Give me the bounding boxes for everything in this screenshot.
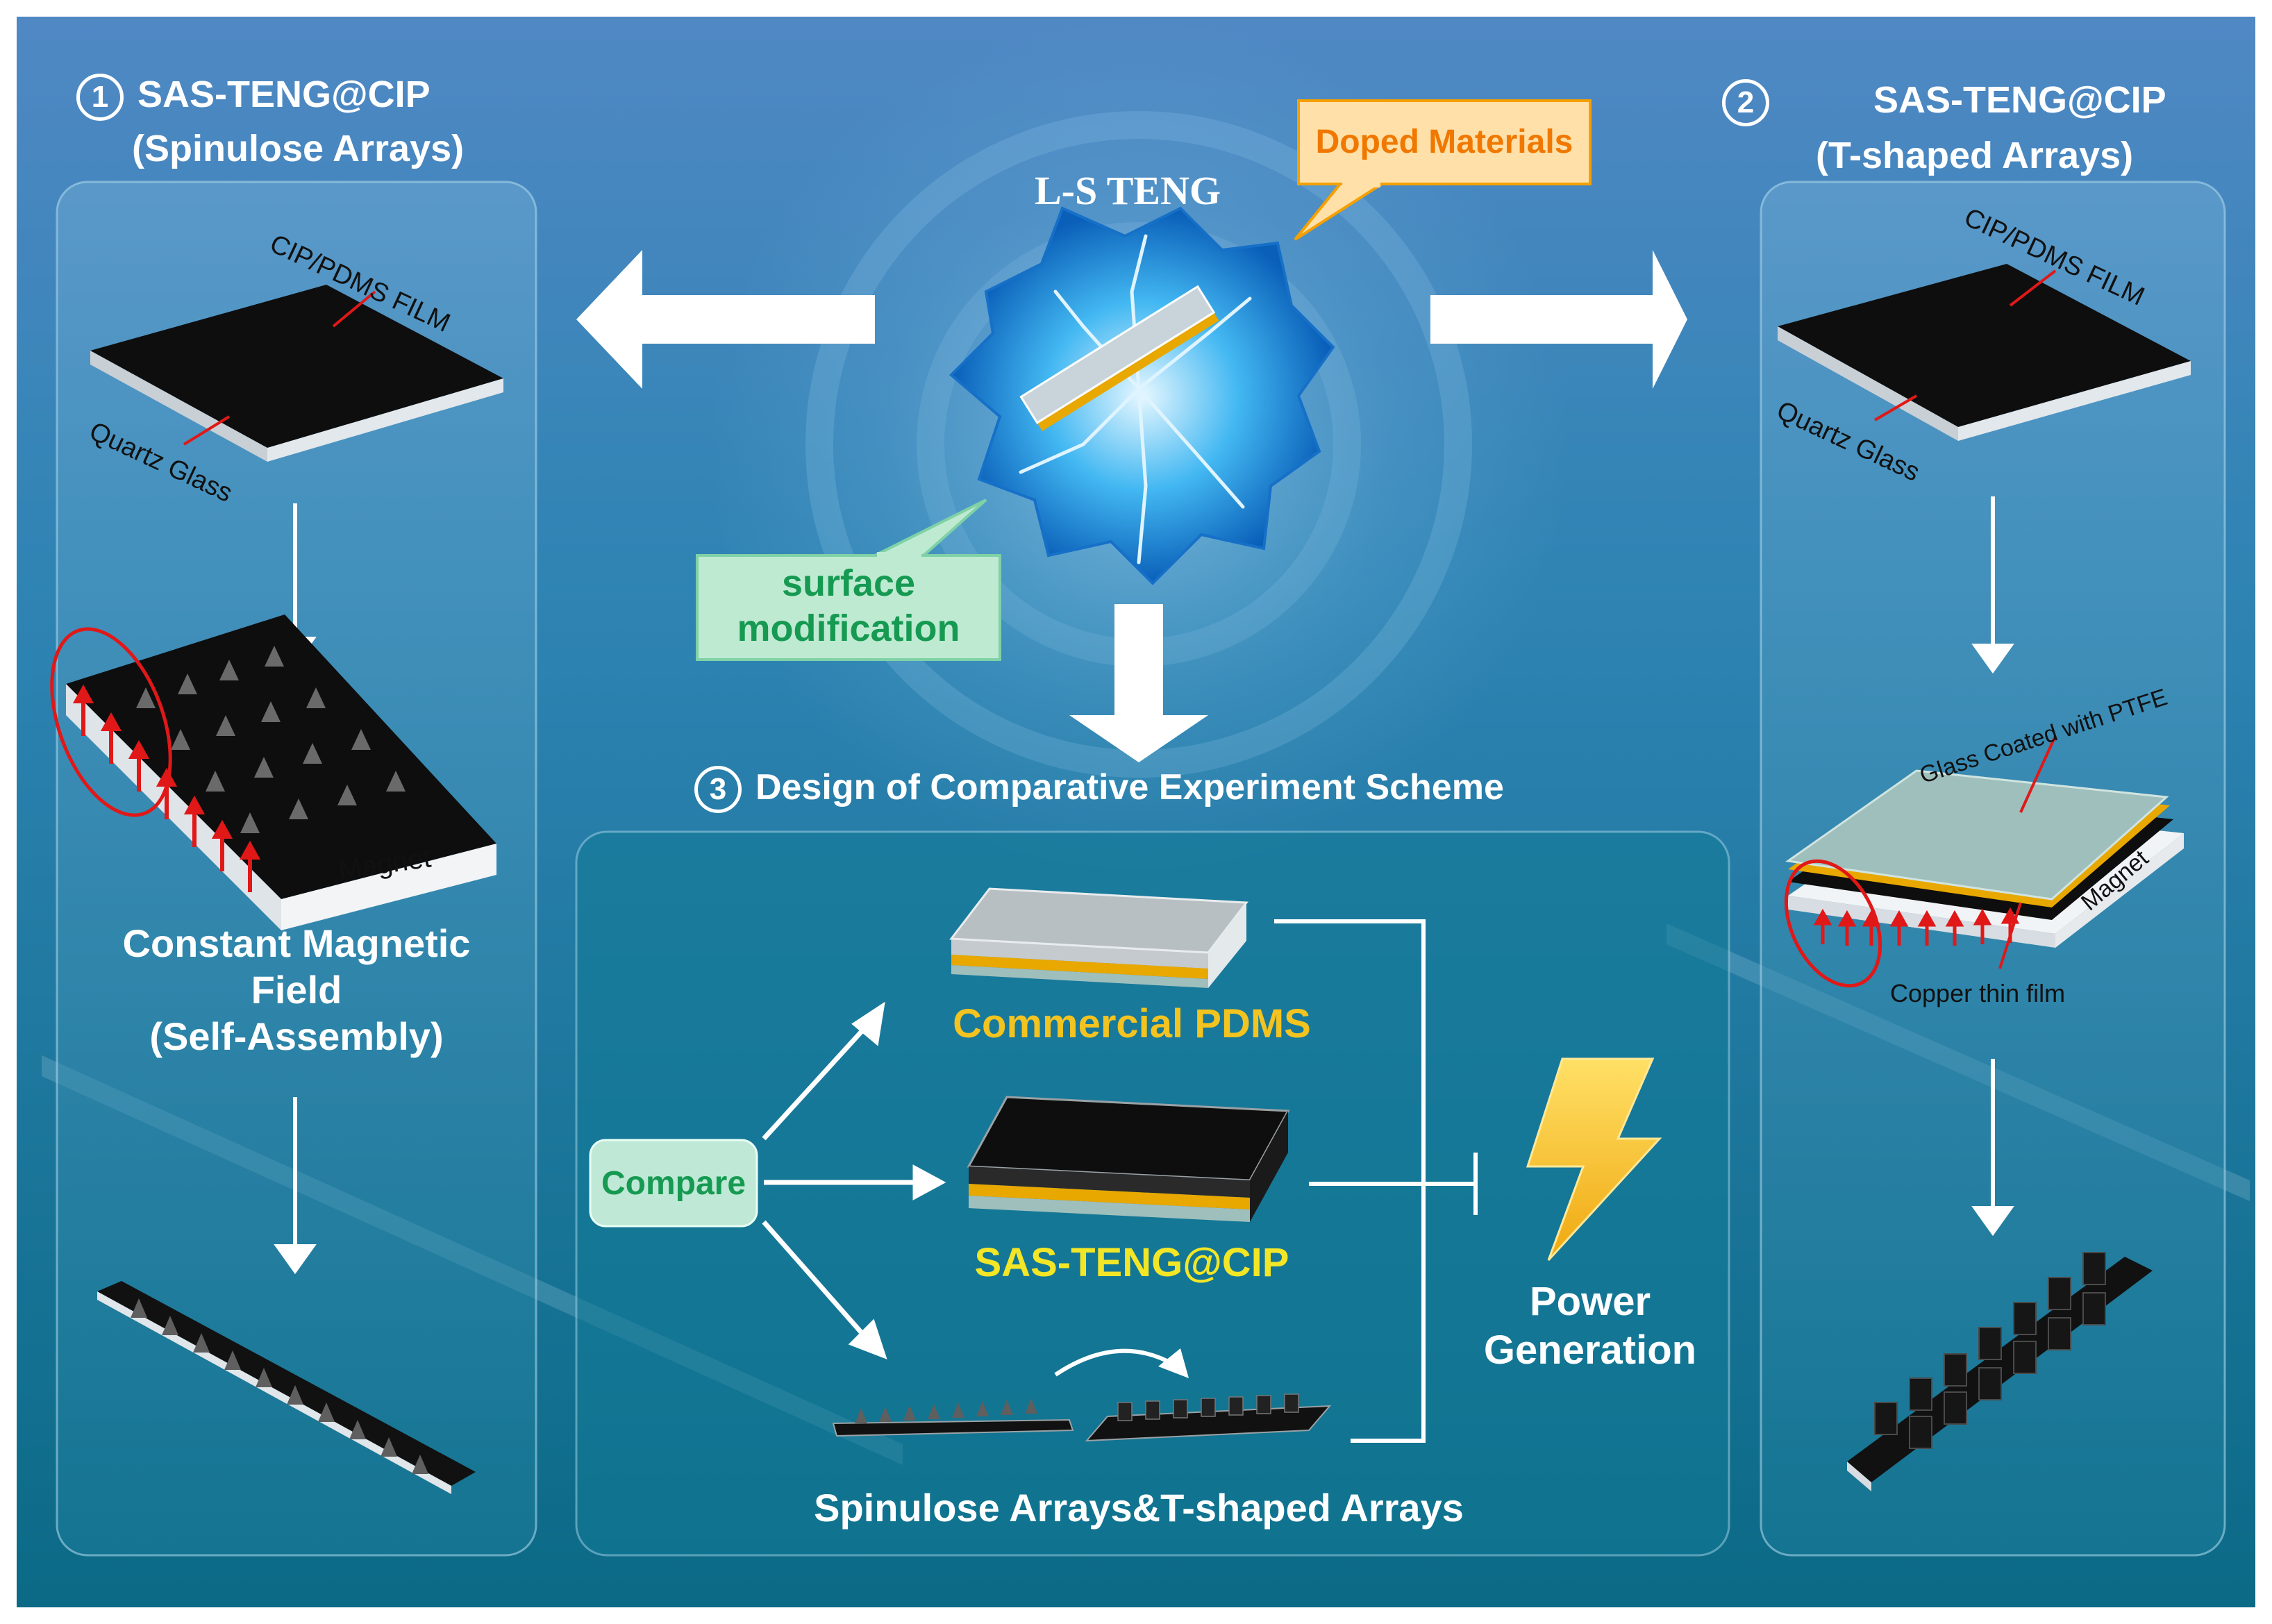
right-t-shaped-strip <box>1847 1252 2153 1491</box>
lsteng-label: L-S TENG <box>1035 168 1221 213</box>
step-1-badge: 1 <box>76 73 124 121</box>
right-copper-label: Copper thin film <box>1890 979 2066 1007</box>
right-arrow-down-1 <box>1971 496 2014 674</box>
commercial-pdms-stack <box>949 887 1248 988</box>
right-film-plate <box>1778 264 2191 441</box>
doped-materials-callout <box>1294 99 1592 241</box>
step-2-badge: 2 <box>1722 78 1769 126</box>
doped-materials-label: Doped Materials <box>1315 124 1573 160</box>
right-panel-subtitle: (T-shaped Arrays) <box>1816 135 2134 176</box>
compare-arrows <box>762 1001 946 1359</box>
left-spinulose-strip <box>97 1281 476 1494</box>
arrays-label: Spinulose Arrays&T-shaped Arrays <box>814 1486 1464 1530</box>
compare-label: Compare <box>601 1165 746 1202</box>
sas-teng-label: SAS-TENG@CIP <box>974 1240 1289 1285</box>
surface-modification-callout <box>696 499 1001 661</box>
arrow-to-scheme <box>1069 604 1208 762</box>
lightning-bolt-icon <box>1526 1057 1662 1262</box>
right-ptfe-stack <box>1784 735 2184 988</box>
lsteng-device <box>949 206 1335 585</box>
sas-teng-stack <box>967 1096 1290 1222</box>
arrays-pair <box>832 1348 1332 1442</box>
right-arrow-down-2 <box>1971 1059 2014 1237</box>
bracket-lines <box>1274 919 1478 1443</box>
left-panel-subtitle: (Spinulose Arrays) <box>132 128 465 169</box>
left-magnet-block <box>50 614 496 930</box>
power-generation-label: Power Generation <box>1483 1279 1697 1373</box>
commercial-pdms-label: Commercial PDMS <box>953 1001 1311 1046</box>
surface-modification-label: surface modification <box>737 562 960 649</box>
field-label: Constant Magnetic Field (Self-Assembly) <box>122 921 471 1059</box>
arrow-to-right-panel <box>1430 250 1687 389</box>
left-film-plate <box>90 285 503 462</box>
arrow-to-left-panel <box>576 250 875 389</box>
compare-box <box>589 1139 758 1228</box>
step-3-badge: 3 <box>694 766 742 814</box>
left-arrow-down-2 <box>274 1097 317 1275</box>
